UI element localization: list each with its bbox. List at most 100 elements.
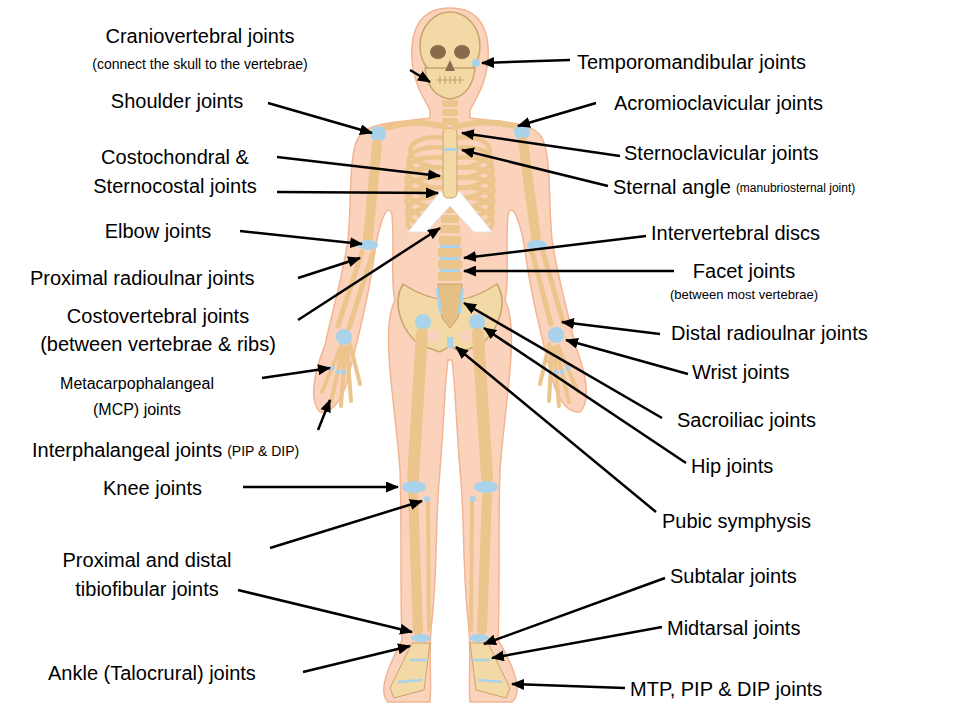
joint-label: Interphalangeal joints: [32, 438, 222, 462]
teeth: [436, 76, 464, 84]
vertebra: [438, 260, 462, 269]
leader-arrow: [562, 322, 660, 334]
joint-label: Sternal angle: [613, 175, 731, 199]
label-note: (manubriosternal joint): [736, 181, 855, 195]
leader-arrow: [303, 646, 410, 672]
tibiofibular-joint: [424, 496, 430, 502]
leader-arrow: [484, 578, 665, 644]
foot: [470, 643, 510, 698]
femur: [478, 334, 487, 478]
label-note: (PIP & DIP): [227, 443, 299, 460]
joint-label: Acromioclavicular joints: [614, 91, 823, 115]
pelvis: [398, 284, 502, 352]
joint-label: Ankle (Talocrural) joints: [48, 661, 256, 685]
label-note: (between most vertebrae): [670, 287, 818, 303]
wrist-joint: [548, 327, 564, 343]
leader-arrow: [462, 133, 620, 156]
joint-label: Facet joints: [693, 259, 795, 283]
foot: [390, 643, 430, 698]
temporomandibular-joint: [472, 59, 480, 67]
sacrum: [438, 284, 462, 328]
knuckle: [336, 370, 341, 375]
sacroiliac-joint: [459, 288, 463, 314]
leader-arrow: [464, 270, 674, 273]
tibiofibular-joint: [470, 496, 476, 502]
leader-arrows: [238, 60, 688, 688]
ulna: [349, 252, 373, 328]
eye-socket: [430, 45, 446, 59]
joint-label: Hip joints: [691, 454, 773, 478]
leader-arrow: [240, 231, 362, 244]
vertebra: [442, 100, 458, 107]
finger: [347, 347, 351, 401]
pubic-symphysis: [447, 337, 453, 348]
joint-label: Distal radioulnar joints: [671, 321, 868, 345]
joint-label: Wrist joints: [692, 360, 789, 384]
leader-arrow: [566, 340, 688, 374]
joint-label: Midtarsal joints: [667, 616, 800, 640]
leader-arrow: [270, 501, 422, 548]
leader-arrow: [512, 684, 625, 688]
nasal-cavity: [445, 60, 455, 71]
vertebra: [438, 272, 462, 281]
tibia: [482, 496, 487, 630]
leader-arrow: [492, 627, 662, 658]
intervertebral-disc: [440, 245, 460, 248]
vertebra: [439, 236, 461, 245]
label-note: (connect the skull to the vertebrae): [92, 56, 308, 73]
leader-arrow: [462, 150, 608, 186]
knee-joint: [474, 481, 498, 493]
leader-arrow: [318, 400, 330, 430]
leader-arrow: [464, 236, 646, 258]
leader-arrow: [298, 228, 440, 320]
joint-label: MTP, PIP & DIP joints: [630, 677, 822, 701]
intervertebral-disc: [440, 257, 460, 260]
finger: [350, 344, 360, 384]
vertebra: [440, 225, 460, 233]
joint-label: Sternoclavicular joints: [624, 141, 819, 165]
leader-arrow: [518, 103, 596, 126]
leader-arrow: [464, 303, 662, 418]
leader-arrow: [298, 258, 360, 278]
knuckle: [560, 370, 565, 375]
knuckle: [342, 370, 347, 375]
joint-label: Elbow joints: [105, 219, 212, 243]
knuckle: [330, 366, 335, 371]
joint-label: Costovertebral joints (between vertebrae…: [34, 302, 282, 358]
tibia: [413, 496, 418, 630]
leader-arrow: [482, 60, 570, 63]
joint-label: Intervertebral discs: [651, 221, 820, 245]
leader-arrow: [238, 590, 412, 632]
fibula: [471, 500, 472, 630]
ankle-joint: [469, 634, 489, 642]
vertebra: [438, 248, 462, 257]
label-note: Metacarpophalangeal (MCP) joints: [51, 371, 223, 423]
fibula: [428, 500, 429, 630]
vertebra: [441, 215, 459, 223]
clavicle: [455, 123, 518, 128]
clavicle: [382, 123, 445, 129]
joint-label: Pubic symphysis: [662, 509, 811, 533]
leader-arrow: [262, 368, 330, 378]
joint-label: Shoulder joints: [111, 89, 243, 113]
joint-label: Knee joints: [103, 476, 202, 500]
knee-joint: [402, 481, 426, 493]
sacroiliac-joint: [437, 288, 441, 314]
hip-joint: [469, 314, 485, 330]
vertebra: [442, 109, 458, 116]
jaw: [425, 68, 475, 99]
joint-label: Subtalar joints: [670, 564, 797, 588]
humerus: [368, 144, 377, 238]
knuckle: [566, 366, 571, 371]
joint-label: Costochondral & Sternocostal joints: [85, 143, 265, 201]
sternum: [443, 128, 457, 198]
hip-joint: [415, 314, 431, 330]
eye-socket: [454, 45, 470, 59]
joint-label: Temporomandibular joints: [577, 50, 806, 74]
ankle-joint: [411, 634, 431, 642]
joint-label: Craniovertebral joints: [106, 24, 295, 48]
manubriosternal-joint: [443, 148, 457, 151]
foot-joints: [398, 660, 502, 682]
